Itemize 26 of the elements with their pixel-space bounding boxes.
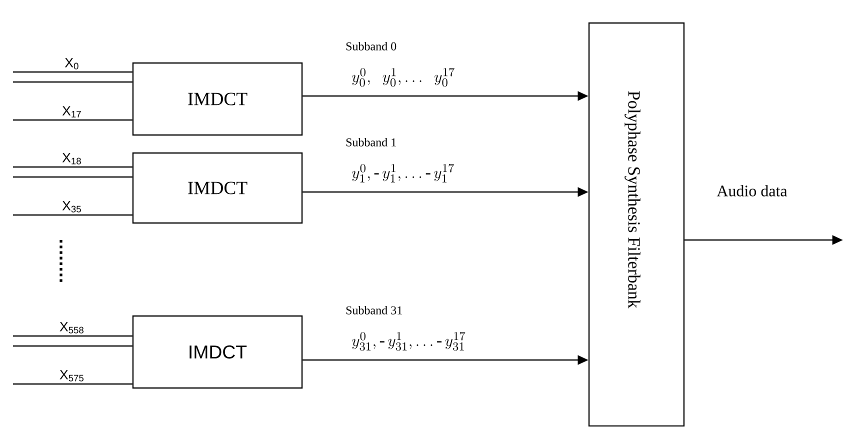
input-line (13, 335, 132, 337)
edge-label: Audio data (716, 185, 788, 196)
input-line (13, 166, 132, 168)
subband-label: Subband 0 (346, 42, 396, 50)
input-line (13, 176, 132, 178)
subband-label: Subband 1 (346, 138, 396, 146)
edge-label: $y_{0}^{0},\ \ y_{0}^{1},\ldots\ \ y_{0}^{17}$ (352, 68, 454, 87)
input-line (13, 71, 132, 73)
edge-label: X$_{0}$ (64, 58, 78, 70)
process-box: IMDCT (132, 152, 303, 224)
process-box: IMDCT (132, 315, 303, 389)
edge-label: X$_{17}$ (62, 106, 81, 118)
edge-label: X$_{35}$ (62, 201, 81, 212)
input-line (13, 383, 132, 385)
edge-label: $y_{31}^{0},\text{-}\,y_{31}^{1},\ldots\text{-}\,y_{31}^{17}$ (352, 332, 466, 351)
edge-label: $y_{1}^{0},\text{-}\,y_{1}^{1},\ldots\text{-}\,y_{1}^{17}$ (352, 164, 454, 182)
edge-label: X$_{575}$ (60, 370, 84, 382)
subband-label: Subband 31 (346, 306, 402, 314)
process-box: Polyphase Synthesis Filterbank (588, 22, 685, 427)
input-line (13, 81, 132, 83)
input-line (13, 119, 132, 121)
process-box: IMDCT (132, 62, 303, 136)
edge-label: X$_{18}$ (62, 153, 81, 164)
edge-label: X$_{558}$ (60, 322, 84, 334)
input-line (13, 345, 132, 347)
input-line (13, 214, 132, 216)
